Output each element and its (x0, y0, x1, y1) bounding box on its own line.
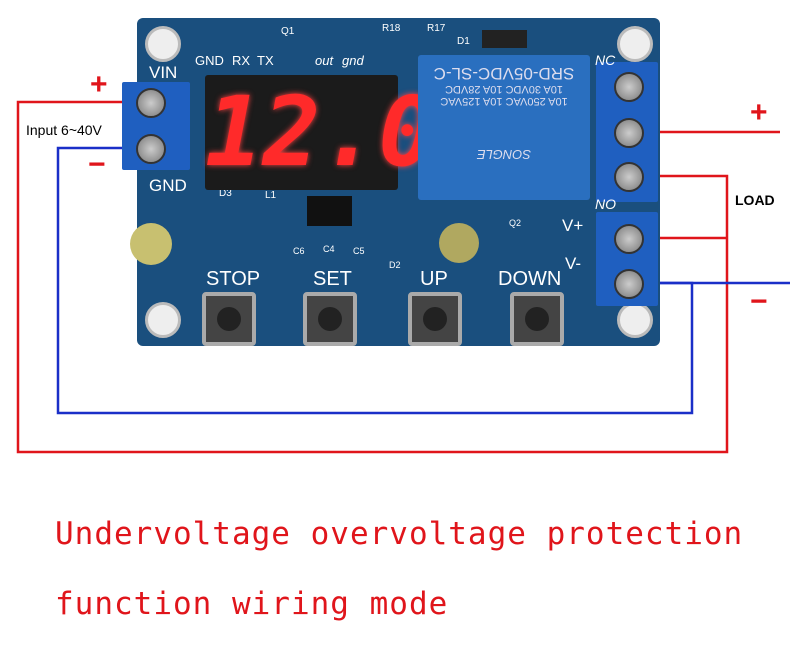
screw-com[interactable] (614, 118, 644, 148)
vin-label: VIN (149, 63, 178, 82)
capacitor (439, 223, 479, 263)
load-label: LOAD (735, 192, 775, 208)
input-plus-sign: + (90, 68, 108, 101)
red-wire-input (16, 100, 729, 454)
relay-rating: 10A 250VAC 10A 125VAC (440, 95, 568, 107)
screw-gnd[interactable] (136, 134, 166, 164)
load-plus-sign: + (750, 96, 768, 129)
component-label: C4 (323, 244, 335, 254)
component-label: D2 (389, 260, 401, 270)
up-label: UP (420, 268, 448, 290)
caption-line-2: function wiring mode (55, 586, 449, 622)
header-rx: RX (232, 53, 251, 68)
relay-model: SRD-05VDC-SL-C (433, 64, 575, 83)
component-label: R17 (427, 23, 446, 34)
component-label: L1 (265, 190, 277, 201)
input-voltage-label: Input 6~40V (26, 122, 102, 138)
set-button[interactable] (303, 292, 357, 346)
no-label: NO (595, 196, 616, 212)
capacitor (130, 223, 172, 265)
relay: SRD-05VDC-SL-C 10A 30VDC 10A 28VDC 10A 2… (418, 55, 590, 200)
input-minus-sign: − (88, 148, 106, 181)
component-label: C6 (293, 246, 305, 256)
relay-brand: SONGLE (476, 147, 532, 162)
gnd-out-label: gnd (342, 53, 364, 68)
mount-hole (145, 302, 181, 338)
screw-vin[interactable] (136, 88, 166, 118)
header-gnd: GND (195, 53, 224, 68)
mount-hole (617, 302, 653, 338)
input-terminal-block (122, 82, 190, 170)
down-button[interactable] (510, 292, 564, 346)
component-label: Q1 (281, 26, 295, 37)
load-minus-sign: − (750, 285, 768, 318)
screw-no[interactable] (614, 162, 644, 192)
out-label: out (315, 53, 334, 68)
stop-button[interactable] (202, 292, 256, 346)
vminus-label: V- (565, 254, 582, 273)
component-label: D1 (457, 36, 470, 47)
nc-label: NC (595, 52, 616, 68)
vplus-label: V+ (562, 216, 584, 235)
component-label: D3 (219, 188, 232, 199)
relay-terminal-block (596, 62, 658, 202)
diode-d1 (482, 30, 527, 48)
caption-line-1: Undervoltage overvoltage protection (55, 516, 744, 552)
mount-hole (617, 26, 653, 62)
stop-label: STOP (206, 268, 261, 290)
component-label: Q2 (509, 218, 522, 228)
ic-chip (307, 196, 352, 226)
up-button[interactable] (408, 292, 462, 346)
seven-segment-display: 12.0 (205, 75, 437, 190)
screw-nc[interactable] (614, 72, 644, 102)
header-tx: TX (257, 53, 274, 68)
component-label: R18 (382, 23, 401, 34)
gnd-label: GND (149, 176, 187, 195)
voltage-terminal-block (596, 212, 658, 306)
mount-hole (145, 26, 181, 62)
set-label: SET (313, 268, 352, 290)
screw-vminus[interactable] (614, 269, 644, 299)
down-label: DOWN (498, 268, 562, 290)
component-label: C5 (353, 246, 365, 256)
screw-vplus[interactable] (614, 224, 644, 254)
relay-rating: 10A 30VDC 10A 28VDC (444, 83, 564, 95)
